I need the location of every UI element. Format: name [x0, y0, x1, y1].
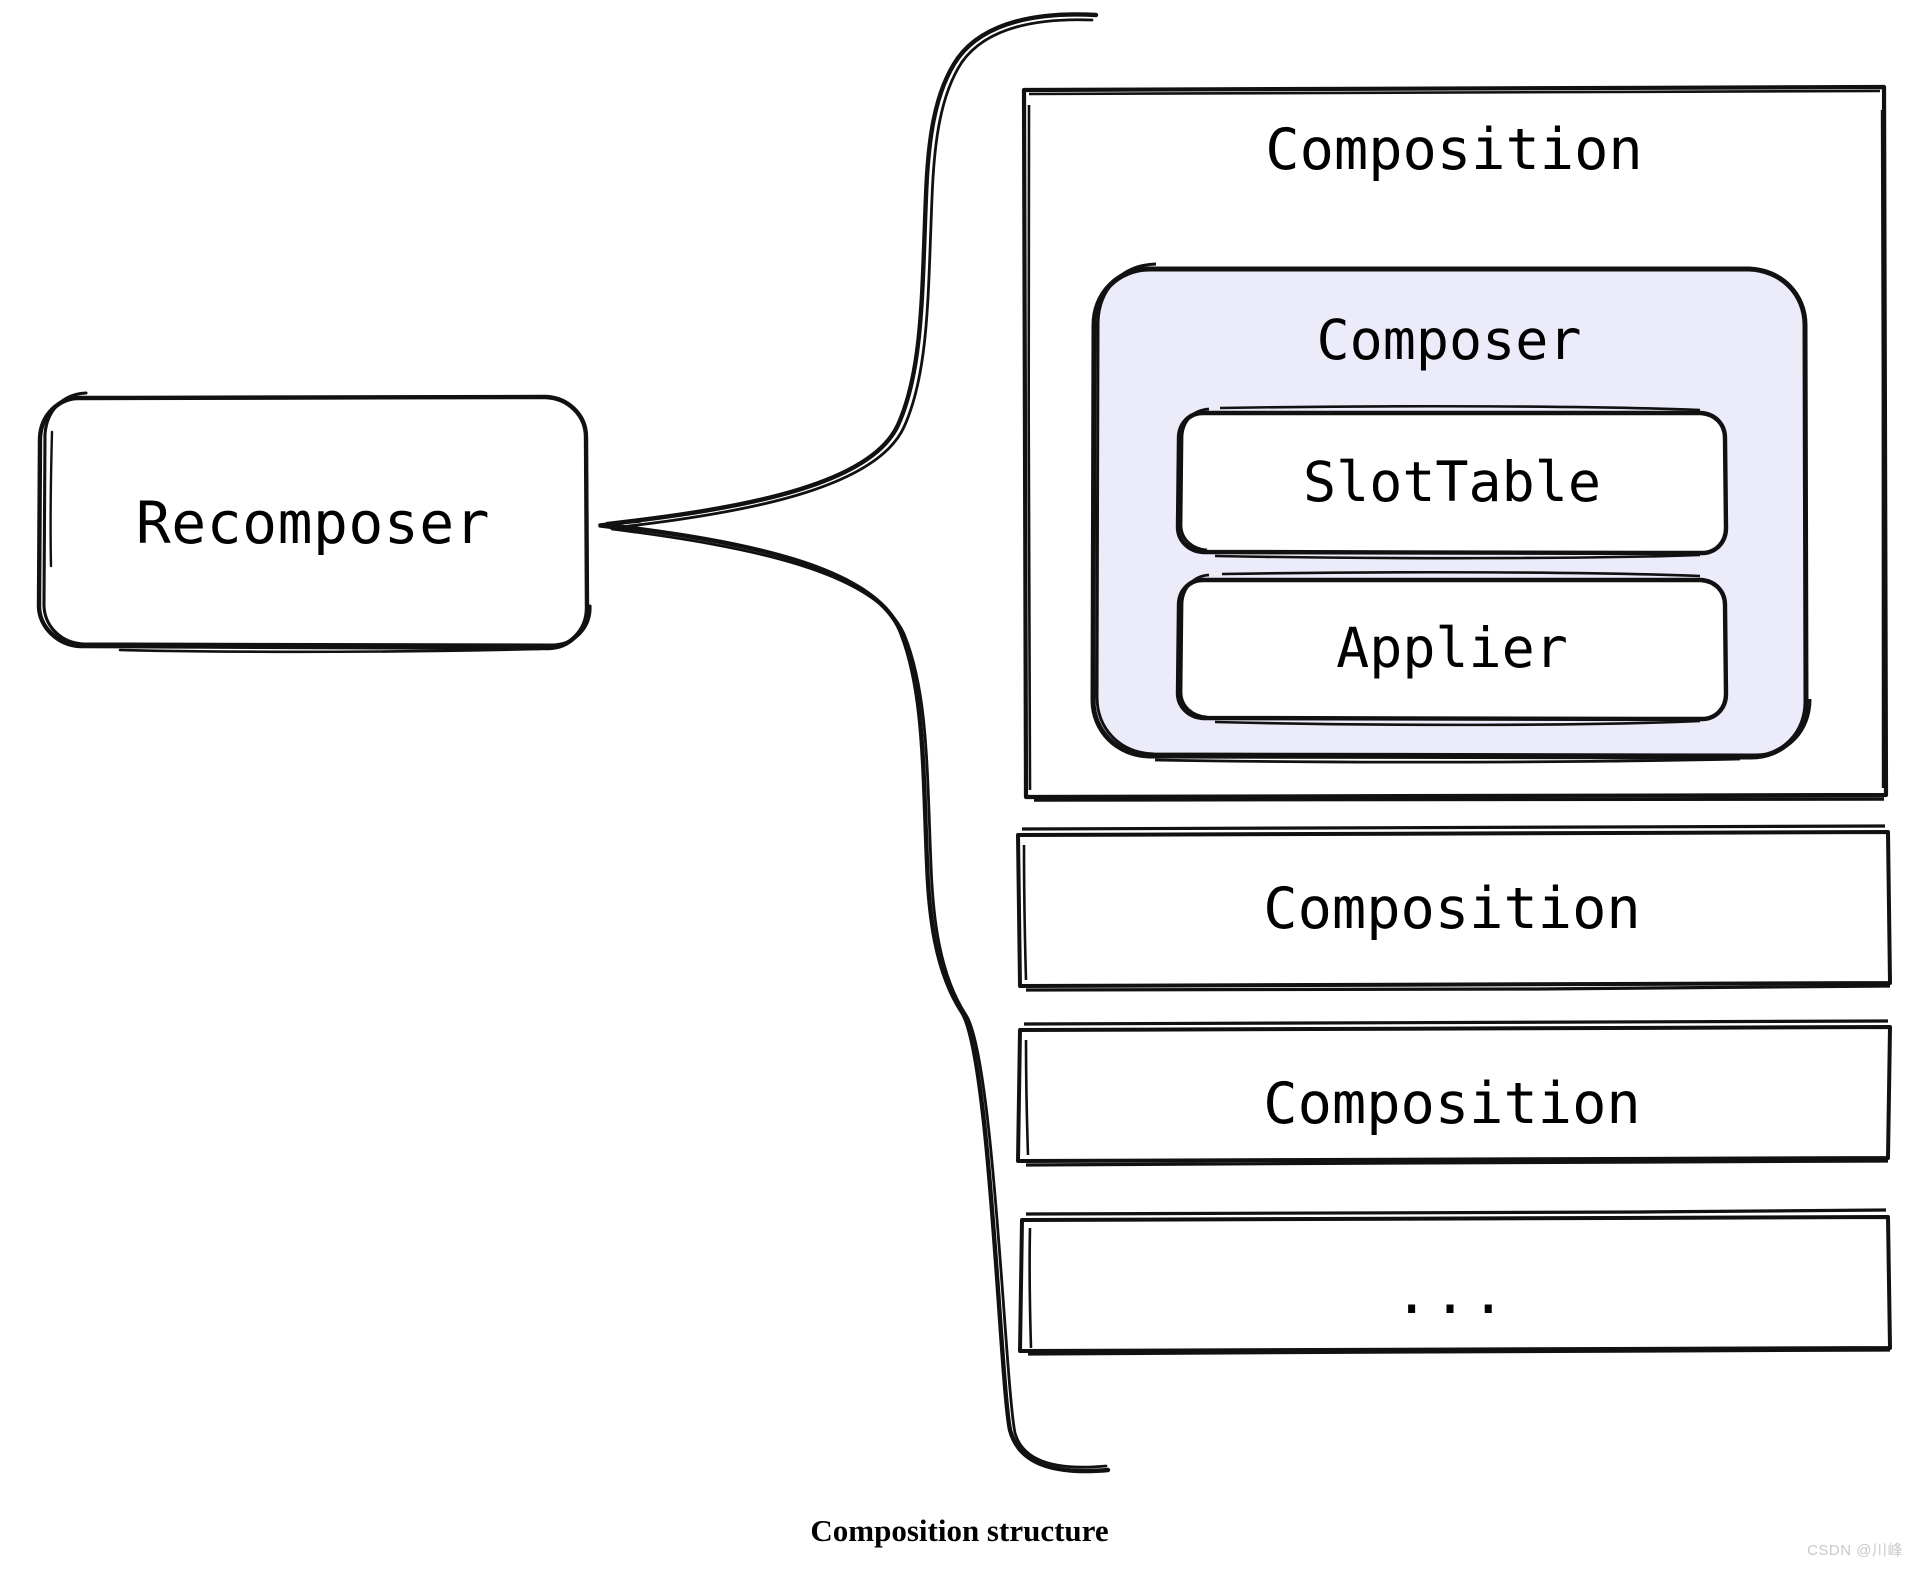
node-recomposer[interactable]: Recomposer [135, 488, 491, 557]
node-composition-2[interactable]: Composition [1263, 875, 1641, 942]
diagram-caption: Composition structure [810, 1513, 1109, 1548]
node-composition-3[interactable]: Composition [1263, 1070, 1641, 1137]
node-slot-table[interactable]: SlotTable [1302, 449, 1601, 514]
node-composition-more[interactable]: ... [1394, 1260, 1510, 1327]
node-composition-active[interactable]: Composition [1265, 116, 1643, 183]
node-composer[interactable]: Composer [1316, 307, 1582, 372]
node-applier[interactable]: Applier [1336, 615, 1568, 680]
watermark-text: CSDN @川峰 [1807, 1542, 1903, 1559]
